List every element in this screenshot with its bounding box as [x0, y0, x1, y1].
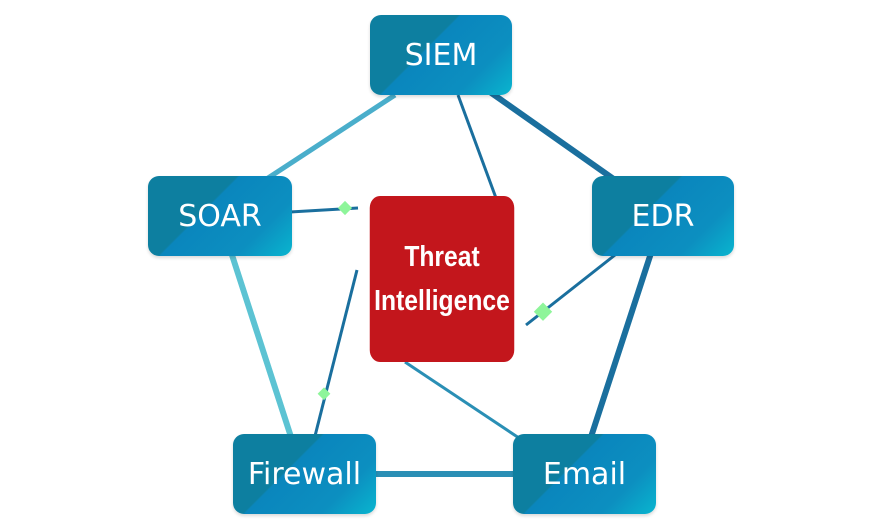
edge-ti-firewall: [313, 269, 359, 437]
node-threat-intelligence[interactable]: Threat Intelligence: [369, 196, 515, 362]
node-email[interactable]: Email: [513, 434, 656, 514]
edge-ti-email: [404, 360, 523, 442]
node-label-line2: Intelligence: [374, 285, 510, 317]
node-label-line1: Threat: [404, 241, 480, 273]
connector-dot: [317, 387, 331, 401]
node-firewall[interactable]: Firewall: [233, 434, 376, 514]
node-label: Email: [542, 456, 627, 492]
node-label: SOAR: [178, 198, 262, 234]
edge-siem-ti: [456, 94, 498, 199]
edge-siem-edr: [488, 89, 617, 183]
edge-soar-firewall: [229, 254, 295, 441]
node-siem[interactable]: SIEM: [370, 15, 512, 95]
edge-edr-email: [587, 249, 655, 441]
node-soar[interactable]: SOAR: [148, 176, 292, 256]
node-edr[interactable]: EDR: [592, 176, 734, 256]
node-label: EDR: [631, 198, 695, 234]
edge-siem-soar: [263, 92, 397, 183]
node-label: Firewall: [247, 456, 362, 492]
node-label: SIEM: [404, 37, 478, 73]
connector-dot: [337, 200, 353, 216]
connector-dot: [533, 302, 553, 321]
